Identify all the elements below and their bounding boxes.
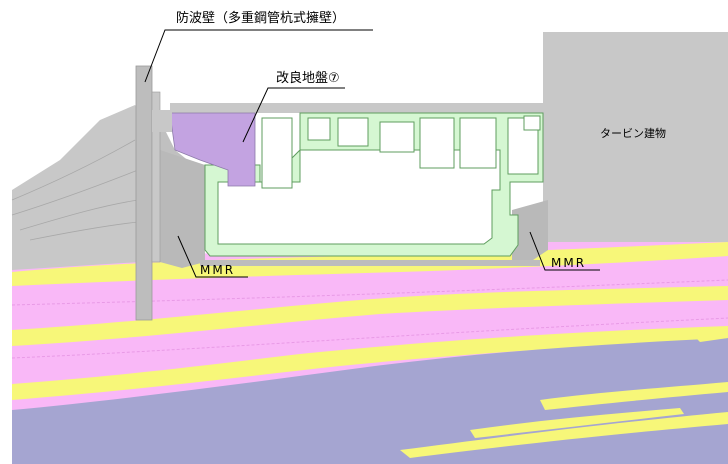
yellow-band <box>400 412 728 458</box>
yellow-band <box>470 408 684 438</box>
turbine-building-label: タービン建物 <box>600 126 666 140</box>
turbine-building-block <box>543 32 728 242</box>
yellow-band <box>12 326 728 400</box>
ground-layers <box>11 230 728 464</box>
green-structure <box>204 112 544 257</box>
mmr-left-label: MMR <box>200 263 235 277</box>
upper-slab <box>170 103 543 113</box>
yellow-band <box>12 286 728 346</box>
seawall-label: 防波壁（多重鋼管杭式擁壁） <box>176 10 345 26</box>
mmr-left-concrete <box>160 150 205 268</box>
mmr-right-label: MMR <box>551 256 586 270</box>
improved-ground-region <box>169 112 256 187</box>
improved-ground-label: 改良地盤⑦ <box>276 70 340 86</box>
leader-lines <box>144 29 600 278</box>
mmr-right-concrete <box>512 200 548 262</box>
yellow-band <box>690 326 728 342</box>
yellow-band <box>540 382 728 410</box>
seawall-pile-wall <box>135 65 172 321</box>
